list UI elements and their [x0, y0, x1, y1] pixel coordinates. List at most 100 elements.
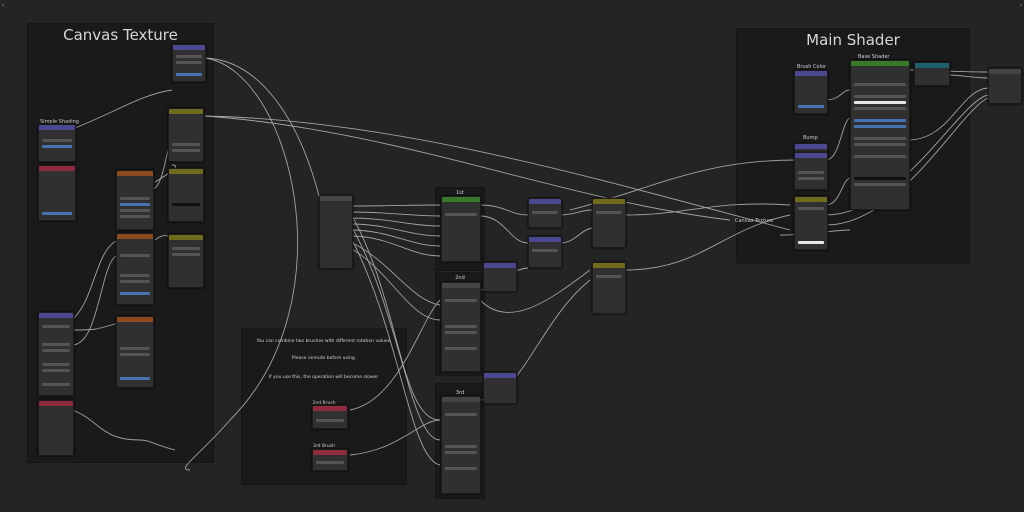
node-field[interactable]: [120, 215, 150, 218]
node-field[interactable]: [798, 241, 824, 244]
node-brush-1st[interactable]: [441, 196, 481, 262]
node-brush-3rd[interactable]: [441, 396, 481, 494]
node-field[interactable]: [445, 325, 477, 328]
node-ycbcr-2[interactable]: [168, 168, 204, 222]
node-vector-math-4[interactable]: [483, 372, 517, 404]
node-field[interactable]: [120, 274, 150, 277]
node-field[interactable]: [445, 299, 477, 302]
node-field[interactable]: [42, 383, 70, 386]
node-field[interactable]: [120, 254, 150, 257]
node-field[interactable]: [854, 95, 906, 98]
node-field[interactable]: [120, 197, 150, 200]
node-mix-mid-2[interactable]: [592, 262, 626, 314]
node-noise-texture[interactable]: [116, 170, 154, 230]
node-field[interactable]: [176, 61, 202, 64]
node-header: [169, 235, 203, 240]
node-field[interactable]: [854, 125, 906, 128]
node-field[interactable]: [172, 203, 200, 206]
node-field[interactable]: [445, 331, 477, 334]
node-mix-top[interactable]: [172, 44, 206, 82]
node-principled-bsdf[interactable]: [850, 60, 910, 210]
node-field[interactable]: [172, 253, 200, 256]
node-simple-shading-group[interactable]: [38, 124, 76, 162]
node-field[interactable]: [854, 155, 906, 158]
node-mapping[interactable]: [38, 312, 74, 396]
node-field[interactable]: [798, 171, 824, 174]
node-field[interactable]: [316, 461, 344, 464]
node-field[interactable]: [42, 343, 70, 346]
node-header: [484, 373, 516, 378]
node-field[interactable]: [120, 209, 150, 212]
node-header: [39, 313, 73, 318]
node-field[interactable]: [120, 347, 150, 350]
label-bump: Bump: [803, 135, 818, 141]
node-2nd-brush[interactable]: [312, 405, 348, 429]
node-brush-2nd[interactable]: [441, 282, 481, 372]
node-field[interactable]: [596, 211, 622, 214]
node-field[interactable]: [798, 105, 824, 108]
node-group-output[interactable]: [988, 68, 1022, 104]
node-field[interactable]: [854, 119, 906, 122]
node-field[interactable]: [120, 353, 150, 356]
node-header: [989, 69, 1021, 74]
node-field[interactable]: [172, 247, 200, 250]
node-field[interactable]: [42, 325, 70, 328]
node-texture-coordinate[interactable]: [38, 165, 76, 221]
node-vector-math-2[interactable]: [528, 236, 562, 268]
node-group-input[interactable]: [319, 195, 353, 269]
node-field[interactable]: [854, 107, 906, 110]
node-field[interactable]: [532, 211, 558, 214]
node-field[interactable]: [42, 139, 72, 142]
node-field[interactable]: [42, 363, 70, 366]
node-header: [169, 109, 203, 114]
node-field[interactable]: [172, 143, 200, 146]
node-field[interactable]: [42, 212, 72, 215]
node-ycbcr-1[interactable]: [168, 108, 204, 162]
node-field[interactable]: [445, 213, 477, 216]
node-field[interactable]: [445, 347, 477, 350]
node-field[interactable]: [445, 467, 477, 470]
node-vector-math-1[interactable]: [528, 198, 562, 228]
node-header: [795, 71, 827, 76]
node-bump[interactable]: [794, 152, 828, 190]
node-3rd-brush[interactable]: [312, 449, 348, 471]
node-field[interactable]: [120, 292, 150, 295]
node-field[interactable]: [445, 445, 477, 448]
node-shader-to-rgb[interactable]: [914, 62, 950, 86]
frame-2nd-title: 2nd: [455, 275, 465, 281]
node-canvas-texture-mix[interactable]: [794, 196, 828, 250]
node-field[interactable]: [798, 207, 824, 210]
node-texture-coordinate-2[interactable]: [38, 400, 74, 456]
node-field[interactable]: [172, 149, 200, 152]
node-field[interactable]: [532, 249, 558, 252]
node-mix-bottom[interactable]: [168, 234, 204, 288]
node-field[interactable]: [798, 177, 824, 180]
node-field[interactable]: [854, 101, 906, 104]
node-field[interactable]: [854, 183, 906, 186]
node-field[interactable]: [316, 419, 344, 422]
node-header: [593, 199, 625, 204]
node-vector-math-3[interactable]: [483, 262, 517, 292]
node-wave-texture-1[interactable]: [116, 233, 154, 305]
node-field[interactable]: [120, 203, 150, 206]
node-header: [442, 397, 480, 402]
node-mix-mid-1[interactable]: [592, 198, 626, 248]
node-field[interactable]: [854, 83, 906, 86]
node-field[interactable]: [445, 451, 477, 454]
node-header: [795, 197, 827, 202]
node-field[interactable]: [854, 177, 906, 180]
node-header: [915, 63, 949, 68]
node-field[interactable]: [42, 349, 70, 352]
node-field[interactable]: [854, 137, 906, 140]
node-field[interactable]: [120, 280, 150, 283]
node-brush-color[interactable]: [794, 70, 828, 114]
node-field[interactable]: [176, 55, 202, 58]
node-field[interactable]: [445, 413, 477, 416]
node-field[interactable]: [596, 275, 622, 278]
node-field[interactable]: [120, 377, 150, 380]
node-field[interactable]: [42, 145, 72, 148]
node-field[interactable]: [42, 369, 70, 372]
node-wave-texture-2[interactable]: [116, 316, 154, 388]
node-field[interactable]: [176, 73, 202, 76]
node-field[interactable]: [854, 143, 906, 146]
